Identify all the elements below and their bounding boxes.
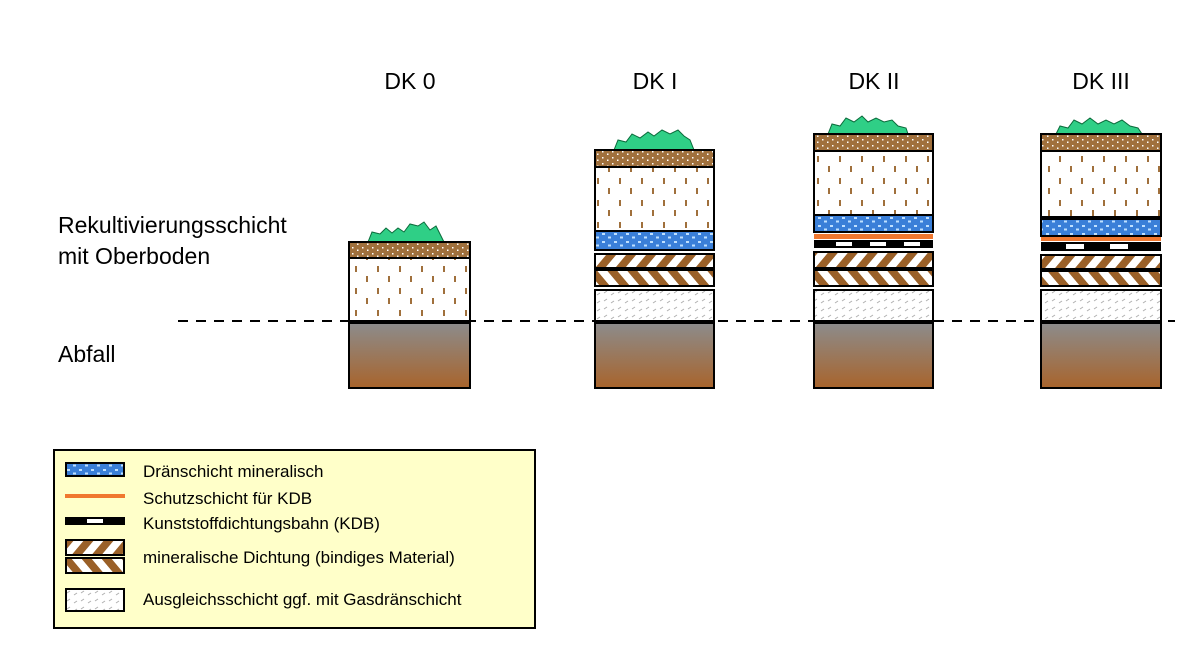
mineral-seal-band-1 — [1040, 254, 1162, 270]
protection-layer — [1041, 237, 1161, 241]
mineral-seal-band-2 — [813, 269, 934, 287]
recultivation-label-line2: mit Oberboden — [58, 243, 211, 269]
leveling-layer-icon — [65, 588, 125, 612]
grass-icon — [367, 221, 445, 243]
drain-layer — [1040, 218, 1162, 237]
geomembrane-icon — [65, 517, 125, 525]
column-title-dk3: DK III — [1072, 68, 1130, 94]
mineral-seal-icon — [65, 539, 125, 574]
recultivation-label: Rekultivierungsschicht mit Oberboden — [58, 210, 287, 272]
waste-layer — [348, 322, 471, 389]
grass-icon — [613, 129, 695, 151]
leveling-layer — [594, 289, 715, 322]
protection-layer — [814, 234, 933, 239]
legend-text: Schutzschicht für KDB — [143, 489, 313, 508]
geomembrane-layer — [1041, 242, 1161, 251]
mineral-seal-band-1 — [594, 253, 715, 269]
topsoil-layer — [594, 149, 715, 168]
recultivation-layer — [348, 257, 471, 322]
mineral-seal-band-1 — [813, 251, 934, 269]
drain-layer — [813, 214, 934, 233]
drain-layer — [594, 230, 715, 251]
grass-icon — [1055, 117, 1143, 135]
column-title-dk1: DK I — [632, 68, 678, 94]
recultivation-label-line1: Rekultivierungsschicht — [58, 212, 287, 238]
column-dk0 — [348, 221, 471, 389]
protection-layer-icon — [65, 494, 125, 498]
waste-label: Abfall — [58, 341, 116, 367]
drain-layer-icon — [65, 462, 125, 477]
mineral-seal-band-2 — [1040, 270, 1162, 287]
grass-icon — [827, 115, 909, 135]
column-title-dk0: DK 0 — [384, 68, 436, 94]
column-dk3 — [1040, 117, 1162, 389]
legend-text: Kunststoffdichtungsbahn (KDB) — [143, 514, 380, 533]
waste-layer — [594, 322, 715, 389]
topsoil-layer — [813, 133, 934, 152]
topsoil-layer — [348, 241, 471, 259]
recultivation-layer — [1040, 150, 1162, 218]
legend-text: Ausgleichsschicht ggf. mit Gasdränschich… — [143, 590, 462, 609]
mineral-seal-band-2 — [594, 269, 715, 287]
waste-layer — [1040, 322, 1162, 389]
topsoil-layer — [1040, 133, 1162, 152]
recultivation-layer — [813, 150, 934, 216]
leveling-layer — [813, 289, 934, 322]
column-dk1 — [594, 129, 715, 389]
recultivation-layer — [594, 166, 715, 232]
column-title-dk2: DK II — [848, 68, 900, 94]
legend-text: mineralische Dichtung (bindiges Material… — [143, 548, 455, 567]
legend: Dränschicht mineralisch Schutzschicht fü… — [53, 449, 536, 629]
column-dk2 — [813, 115, 934, 389]
waste-layer — [813, 322, 934, 389]
legend-text: Dränschicht mineralisch — [143, 462, 324, 481]
leveling-layer — [1040, 289, 1162, 322]
